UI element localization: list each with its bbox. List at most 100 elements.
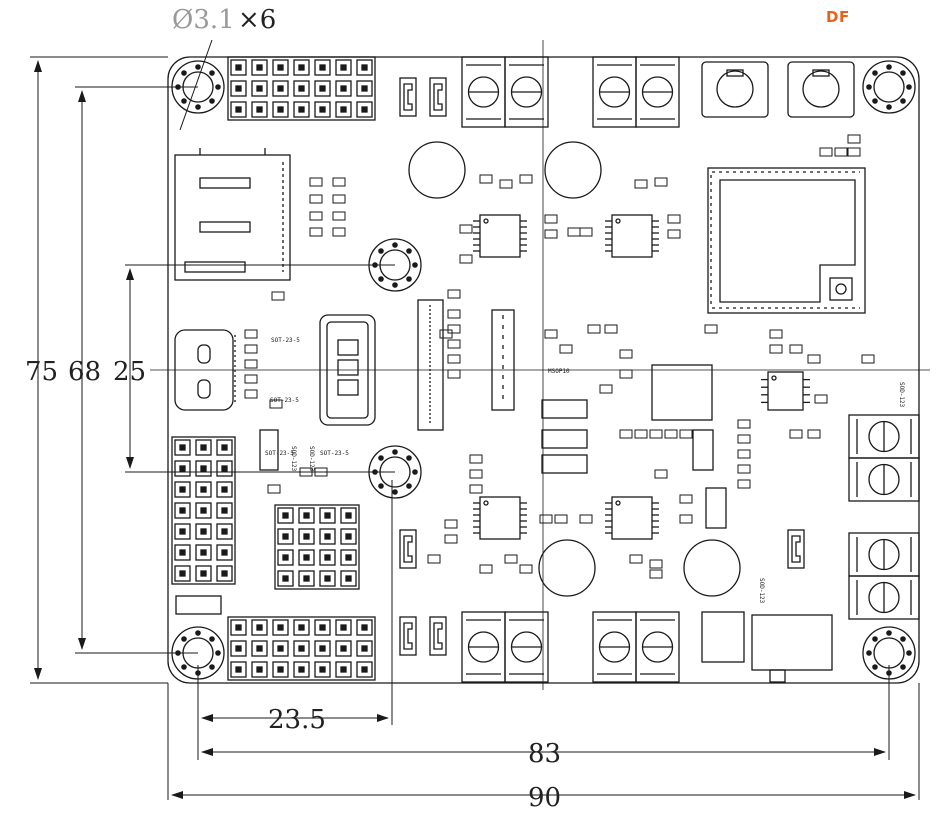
smd-passive xyxy=(332,194,346,204)
smd-passive xyxy=(629,554,643,564)
header-bottom xyxy=(227,616,376,681)
smd-passive xyxy=(447,339,461,349)
smd-passive xyxy=(819,147,833,157)
smd-passive xyxy=(587,324,601,334)
smd-passive xyxy=(769,344,783,354)
ffc-connector-right xyxy=(491,309,515,411)
smd-passive xyxy=(519,564,533,574)
ic-chip-5 xyxy=(761,371,810,411)
smd-passive xyxy=(649,559,663,569)
smd-passive xyxy=(567,227,581,237)
smd-passive xyxy=(649,429,663,439)
terminal-right-b xyxy=(848,532,920,620)
smd-passive xyxy=(444,519,458,529)
pin-headers xyxy=(171,56,376,681)
smd-passive xyxy=(679,514,693,524)
smd-passive xyxy=(667,229,681,239)
smd-passive xyxy=(619,429,633,439)
smd-passive xyxy=(459,224,473,234)
part-label: MSOP10 xyxy=(548,368,570,375)
hole-diameter-label: Ø3.1 xyxy=(172,5,235,35)
smd-passive xyxy=(332,211,346,221)
part-label: SOT-23-5 xyxy=(265,450,294,457)
smd-passive xyxy=(654,177,668,187)
mount-offset-x-label: 23.5 xyxy=(268,705,326,735)
header-left xyxy=(171,436,236,585)
smd-passive xyxy=(244,359,258,369)
smd-passive xyxy=(679,494,693,504)
ic-chip-1 xyxy=(473,214,527,258)
dimension-lines xyxy=(30,39,930,800)
smd-passive xyxy=(789,344,803,354)
smd-passive xyxy=(544,214,558,224)
smd-passive xyxy=(604,324,618,334)
mounting-hole-mid-lower xyxy=(368,445,422,499)
jumper-headers xyxy=(399,77,805,656)
sd-card-socket xyxy=(174,148,291,281)
mounting-hole-mid-upper xyxy=(368,238,422,292)
smd-passive xyxy=(544,329,558,339)
smd-passive xyxy=(244,374,258,384)
smd-passive xyxy=(244,389,258,399)
smd-passive xyxy=(664,429,678,439)
smd-passive xyxy=(332,177,346,187)
header-top xyxy=(227,56,376,121)
mounting-hole-top-right xyxy=(862,60,916,114)
smd-passive xyxy=(469,484,483,494)
smd-passive xyxy=(834,147,848,157)
hole-spacing-y-label: 68 xyxy=(68,357,101,387)
smd-passive xyxy=(309,177,323,187)
mounting-hole-bottom-left xyxy=(171,626,225,680)
smd-passive xyxy=(469,469,483,479)
smd-passive xyxy=(619,369,633,379)
hole-spacing-x-label: 83 xyxy=(528,739,561,769)
smd-passive xyxy=(679,429,693,439)
jumper-4 xyxy=(399,616,417,656)
width-total-label: 90 xyxy=(528,783,561,813)
dimension-labels: Ø3.1 ×6 75 68 25 23.5 83 90 xyxy=(25,5,561,813)
part-label: SOD-123 xyxy=(898,382,905,408)
smd-passive xyxy=(579,227,593,237)
jumper-6 xyxy=(787,529,805,569)
smd-passive xyxy=(554,514,568,524)
smd-passive xyxy=(579,514,593,524)
smd-passive xyxy=(479,174,493,184)
smd-passive xyxy=(299,467,313,477)
smd-passive xyxy=(447,289,461,299)
smd-diodes xyxy=(175,399,727,615)
smd-passive xyxy=(244,344,258,354)
smd-passive xyxy=(447,369,461,379)
smd-passive xyxy=(807,429,821,439)
smd-passive xyxy=(769,329,783,339)
smd-passive xyxy=(619,349,633,359)
smd-passive xyxy=(667,214,681,224)
smd-passive xyxy=(269,399,283,409)
smd-passive xyxy=(737,449,751,459)
mounting-hole-bottom-right xyxy=(862,626,916,680)
smd-passive xyxy=(539,514,553,524)
smd-passive xyxy=(479,564,493,574)
smd-passive xyxy=(427,554,441,564)
jumper-5 xyxy=(429,616,447,656)
smd-passive xyxy=(807,354,821,364)
push-button-left xyxy=(701,61,769,118)
usb-c-port xyxy=(174,329,236,411)
ic-chip-3 xyxy=(473,496,527,540)
smd-passive xyxy=(314,467,328,477)
smd-passive xyxy=(447,309,461,319)
ic-chip-4 xyxy=(605,496,659,540)
smd-passive xyxy=(861,354,875,364)
wifi-module xyxy=(707,167,866,314)
smd-passive xyxy=(737,419,751,429)
capacitors xyxy=(408,141,741,597)
smd-passive xyxy=(599,384,613,394)
terminal-bottom-a xyxy=(461,611,549,683)
smd-passive xyxy=(447,324,461,334)
usb-a-port xyxy=(319,314,376,426)
part-label: SOT-23-5 xyxy=(320,450,349,457)
jumper-2 xyxy=(429,77,447,117)
mount-offset-y-label: 25 xyxy=(113,357,146,387)
jumper-1 xyxy=(399,77,417,117)
smd-passive xyxy=(634,179,648,189)
